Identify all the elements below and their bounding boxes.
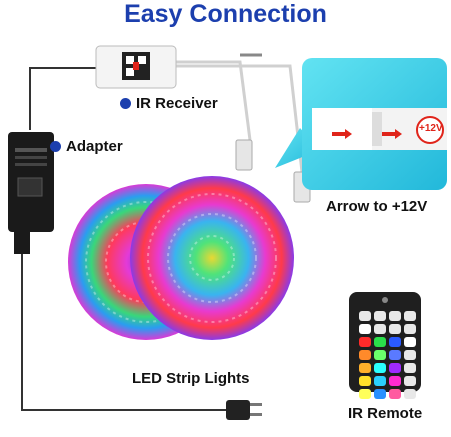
arrow-label: Arrow to +12V	[326, 198, 428, 215]
plus12v-label: +12V	[419, 123, 443, 134]
remote-button	[359, 311, 371, 321]
ir-receiver-bullet	[120, 98, 131, 109]
remote-button	[389, 311, 401, 321]
remote-button	[404, 363, 416, 373]
power-adapter	[8, 132, 54, 254]
remote-button	[374, 311, 386, 321]
remote-button	[404, 350, 416, 360]
remote-button	[359, 389, 371, 399]
remote-button	[374, 376, 386, 386]
remote-button	[404, 324, 416, 334]
power-cord	[21, 235, 230, 411]
ir-receiver-controller	[95, 45, 177, 89]
remote-button	[389, 376, 401, 386]
ir-remote-label: IR Remote	[348, 405, 423, 422]
adapter-bullet	[50, 141, 61, 152]
remote-button	[374, 337, 386, 347]
led-strip-label: LED Strip Lights	[132, 370, 250, 387]
adapter-label: Adapter	[66, 138, 123, 155]
strip-wire-left	[175, 60, 252, 141]
remote-button	[389, 350, 401, 360]
strip-connector-left	[235, 139, 253, 171]
remote-button	[374, 389, 386, 399]
remote-button	[404, 337, 416, 347]
remote-button	[404, 311, 416, 321]
led-reel-front	[130, 176, 294, 340]
remote-button	[359, 376, 371, 386]
remote-button	[359, 337, 371, 347]
remote-button	[359, 350, 371, 360]
page-title: Easy Connection	[124, 0, 327, 28]
remote-button	[374, 363, 386, 373]
remote-button	[389, 363, 401, 373]
remote-button	[389, 389, 401, 399]
ir-receiver-label: IR Receiver	[136, 95, 218, 112]
remote-button	[389, 324, 401, 334]
power-plug	[226, 400, 262, 420]
remote-button-grid	[359, 311, 419, 399]
remote-button	[404, 389, 416, 399]
adapter-output-wire	[29, 67, 100, 130]
remote-button	[374, 324, 386, 334]
remote-button	[404, 376, 416, 386]
remote-button	[374, 350, 386, 360]
remote-button	[359, 363, 371, 373]
arrow-callout	[275, 58, 447, 190]
remote-button	[389, 337, 401, 347]
remote-button	[359, 324, 371, 334]
